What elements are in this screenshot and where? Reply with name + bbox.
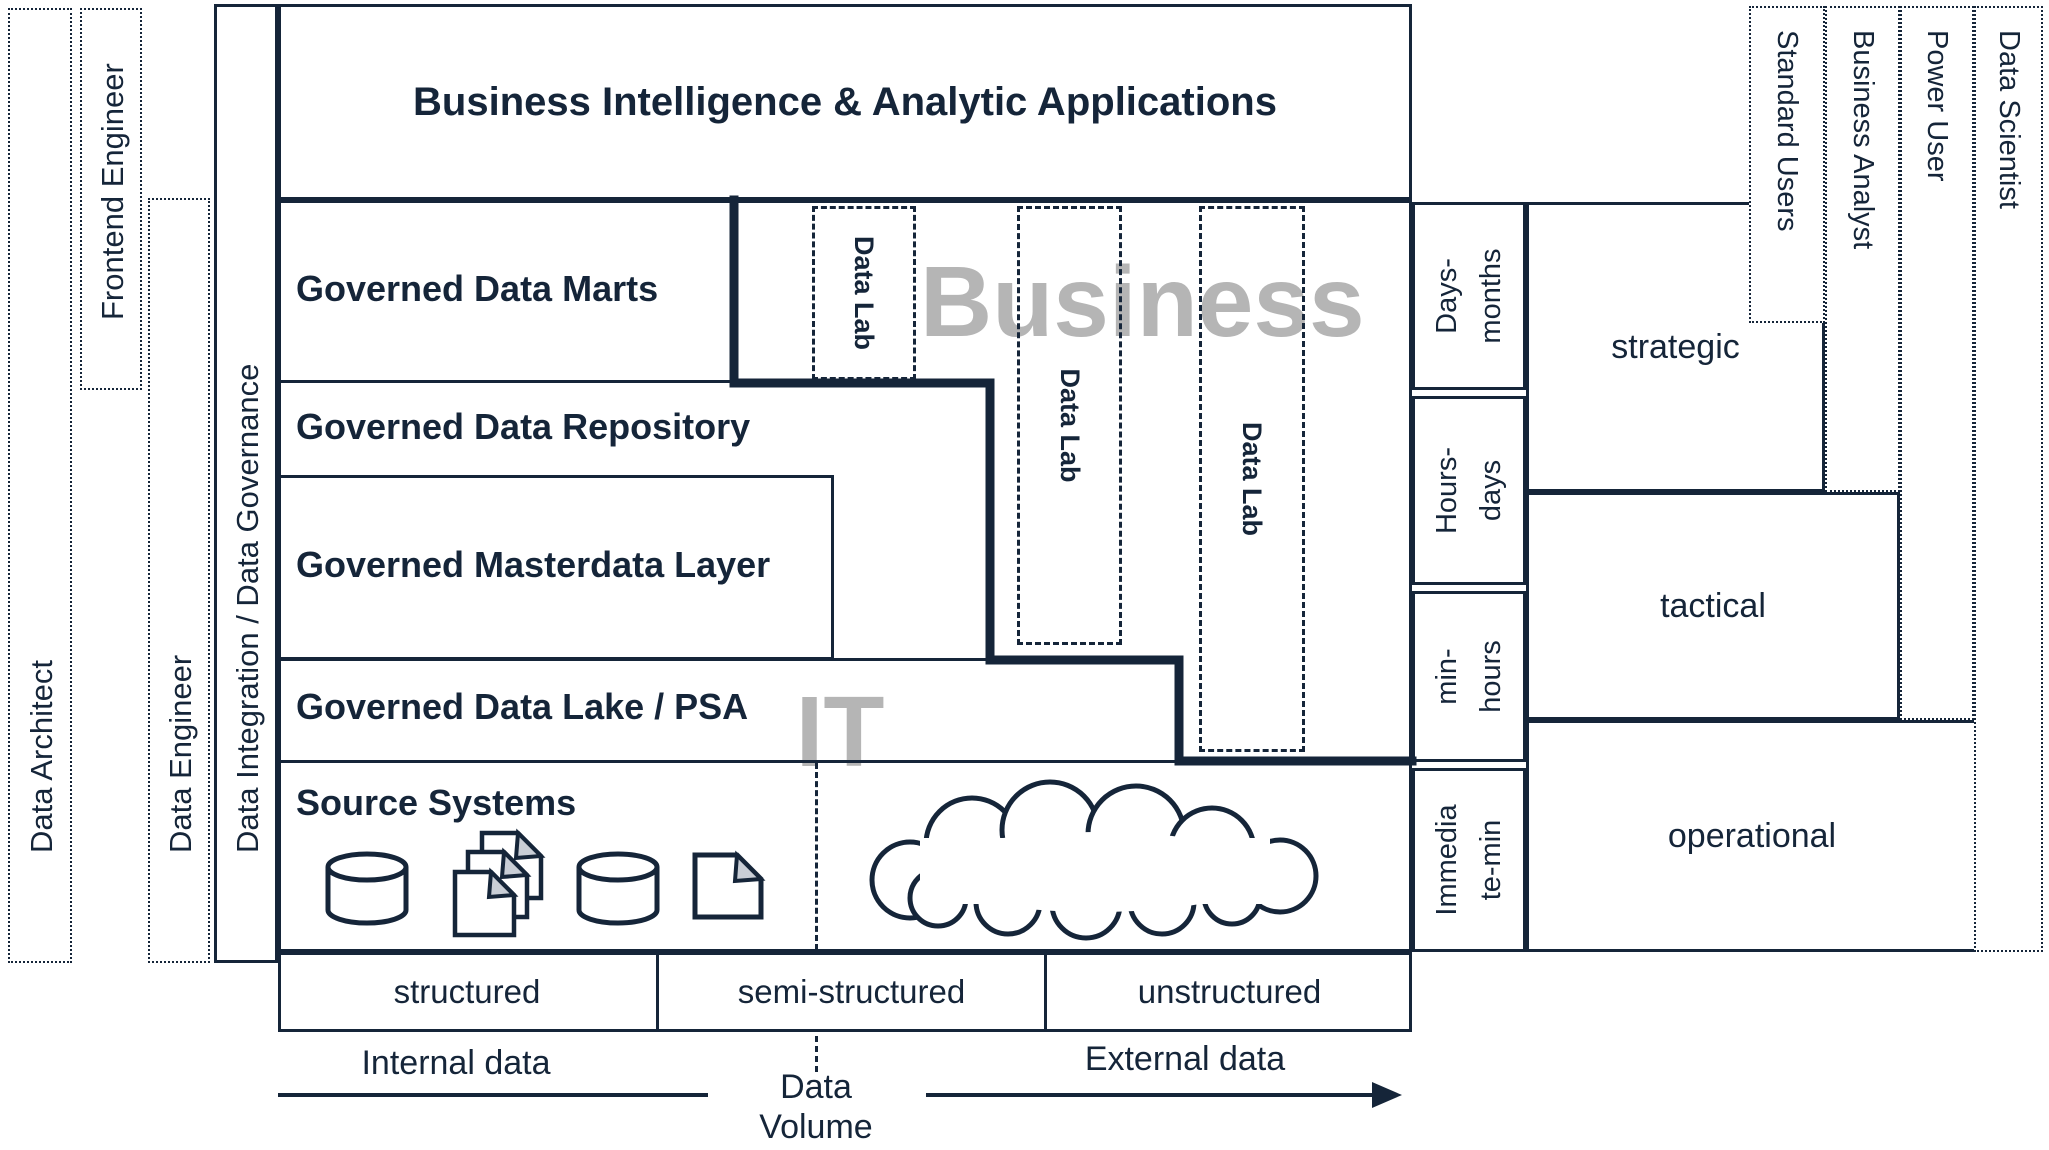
category-tactical-box <box>1526 492 1900 720</box>
marts-bottom-line <box>278 380 736 383</box>
label-business-analyst: Business Analyst <box>1847 30 1879 250</box>
column-power-user <box>1900 6 1974 720</box>
layer-title-lake: Governed Data Lake / PSA <box>296 686 749 727</box>
label-power-user: Power User <box>1921 30 1953 182</box>
row-divider-2 <box>1044 952 1047 1032</box>
data-lab-label-3: Data Lab <box>1237 421 1267 537</box>
axis-data-volume-line1: Data <box>780 1068 852 1106</box>
latency-cell-days-months <box>1412 202 1526 390</box>
column-data-engineer <box>148 198 210 963</box>
column-data-scientist <box>1974 6 2043 952</box>
data-lab-label-2: Data Lab <box>1055 368 1085 483</box>
column-business-analyst <box>1825 6 1900 492</box>
cell-semi-structured: semi-structured <box>737 973 966 1010</box>
external-data-arrow-line <box>926 1093 1376 1097</box>
layer-title-repository: Governed Data Repository <box>296 406 751 447</box>
label-frontend-engineer: Frontend Engineer <box>95 63 130 320</box>
document-icon <box>692 850 766 920</box>
latency-label-min-hours: min-hours <box>1431 640 1507 713</box>
axis-data-volume-line2: Volume <box>759 1108 873 1146</box>
row-divider-1 <box>656 952 659 1032</box>
category-operational-label: operational <box>1667 816 1837 855</box>
cloud-icon <box>869 779 1319 941</box>
latency-cell-immediate-min <box>1412 768 1526 952</box>
label-data-scientist: Data Scientist <box>1993 30 2025 209</box>
column-standard-users <box>1749 6 1825 323</box>
layer-title-source: Source Systems <box>296 782 577 823</box>
layer-title-bi: Business Intelligence & Analytic Applica… <box>413 79 1277 124</box>
label-data-architect: Data Architect <box>24 660 59 853</box>
layer-title-masterdata: Governed Masterdata Layer <box>296 544 771 585</box>
source-top-line <box>278 760 1412 763</box>
data-lab-label-1: Data Lab <box>849 235 879 351</box>
label-data-integration-governance: Data Integration / Data Governance <box>230 363 265 853</box>
semi-structured-divider-line <box>815 763 818 950</box>
column-data-integration-governance <box>214 4 278 963</box>
category-tactical-label: tactical <box>1660 586 1766 625</box>
documents-stack-icon <box>452 828 546 938</box>
lake-top-line <box>278 658 992 661</box>
label-standard-users: Standard Users <box>1771 30 1803 232</box>
axis-internal-data: Internal data <box>361 1044 551 1082</box>
category-strategic-label: strategic <box>1611 327 1740 366</box>
axis-external-data: External data <box>1084 1040 1286 1078</box>
internal-data-line <box>278 1093 708 1097</box>
latency-cell-hours-days <box>1412 396 1526 585</box>
category-operational-box <box>1526 720 1978 952</box>
column-frontend-engineer <box>80 8 142 390</box>
axis-divider-line <box>815 1036 818 1072</box>
layer-title-marts: Governed Data Marts <box>296 268 659 309</box>
watermark-it: IT <box>795 676 885 788</box>
cell-structured: structured <box>393 973 541 1010</box>
database-icon-2 <box>576 851 660 926</box>
cell-unstructured: unstructured <box>1137 973 1322 1010</box>
database-icon-1 <box>325 851 409 926</box>
external-data-arrowhead-icon <box>1372 1082 1402 1108</box>
latency-label-days-months: Days-months <box>1431 248 1507 344</box>
latency-label-hours-days: Hours-days <box>1431 447 1507 535</box>
column-data-architect <box>8 8 72 963</box>
data-type-row-box <box>278 952 1412 1032</box>
label-data-engineer: Data Engineer <box>163 654 198 853</box>
